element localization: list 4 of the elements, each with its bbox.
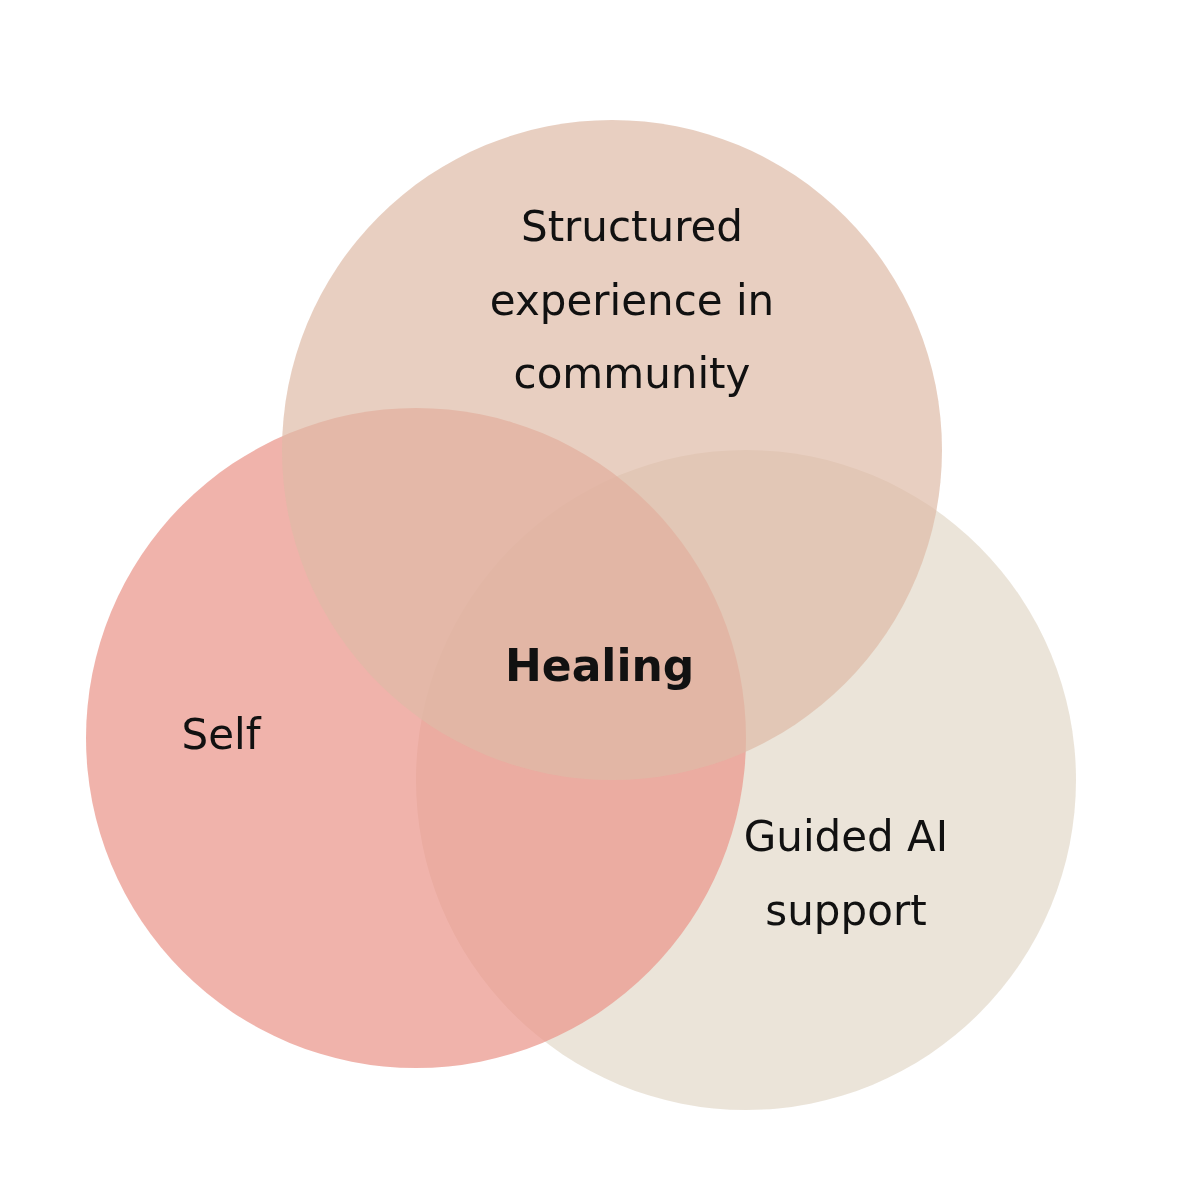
circle-label: Self — [180, 709, 263, 761]
center-label: Healing — [505, 640, 695, 691]
circle-label: Structured experience in community — [488, 201, 776, 400]
circle-label: Guided AI support — [742, 811, 950, 937]
